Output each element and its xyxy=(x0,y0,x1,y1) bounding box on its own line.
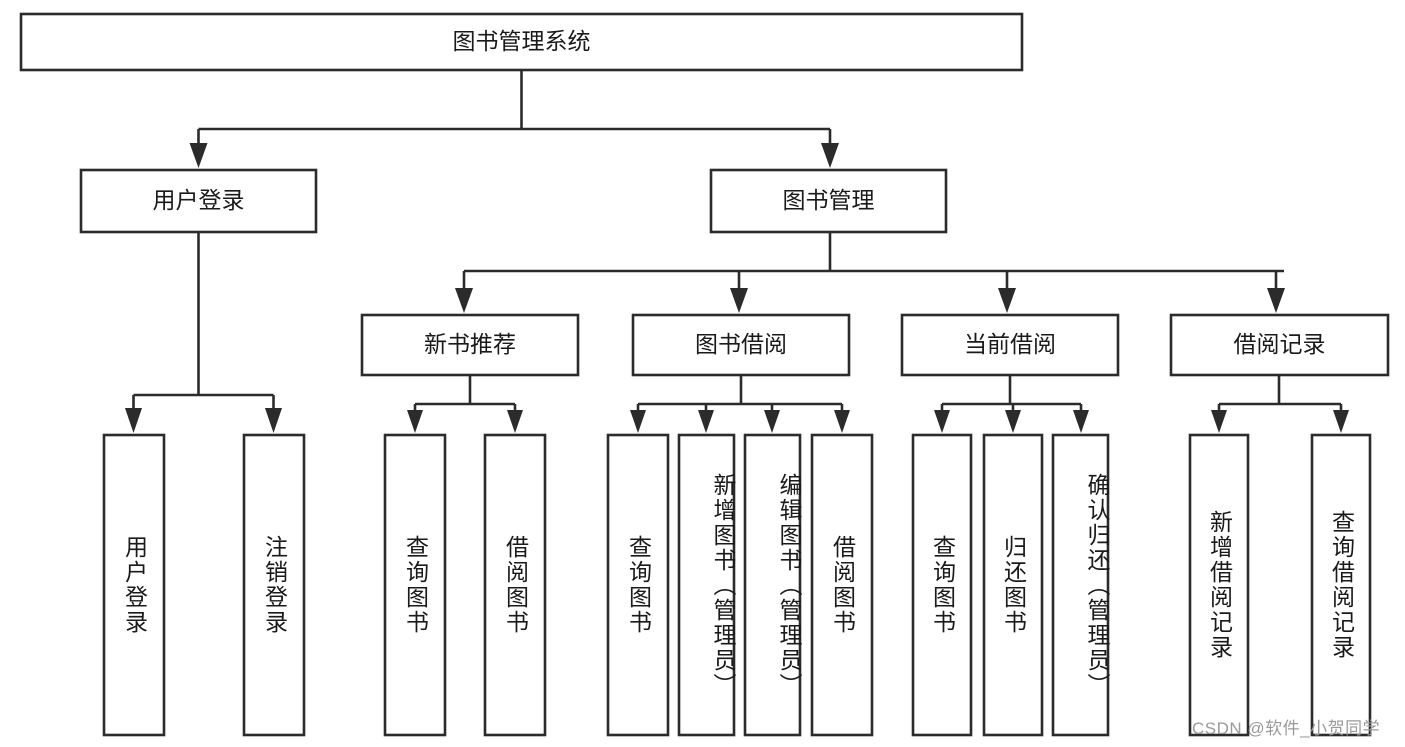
arrowhead-leaf-logout xyxy=(265,408,282,433)
arrowhead-leaf-user-login xyxy=(125,408,142,433)
leaf-box-return-book[interactable] xyxy=(982,433,1044,737)
node-book-borrow[interactable]: 图书借阅 xyxy=(631,313,851,377)
node-root[interactable]: 图书管理系统 xyxy=(19,12,1024,72)
arrowhead-newbook-recommend xyxy=(455,288,473,313)
node-new-book-recommend[interactable]: 新书推荐 xyxy=(360,313,580,377)
arrowhead-book-borrow xyxy=(730,288,748,313)
node-book-management[interactable]: 图书管理 xyxy=(709,168,948,234)
leaf-box-borrow-book-a[interactable] xyxy=(483,433,547,737)
node-borrow-record-box[interactable] xyxy=(1169,313,1390,377)
leaf-box-add-record[interactable] xyxy=(1188,433,1250,737)
arrowhead-leaf-query-record xyxy=(1333,410,1349,433)
node-book-borrow-box[interactable] xyxy=(631,313,851,377)
node-borrow-record[interactable]: 借阅记录 xyxy=(1169,313,1390,377)
node-current-borrow-label: 当前借阅 xyxy=(964,331,1056,357)
leaf-box-query-book-c[interactable] xyxy=(911,433,973,737)
arrowhead-book-mgmt xyxy=(821,143,839,168)
leaf-box-user-login[interactable] xyxy=(102,433,166,737)
arrowhead-leaf-return-book xyxy=(1005,410,1021,433)
node-book-borrow-label: 图书借阅 xyxy=(695,331,787,357)
arrowhead-leaf-add-record xyxy=(1211,410,1227,433)
arrowhead-user-login xyxy=(189,143,208,168)
csdn-watermark: CSDN @软件_小贺同学 xyxy=(1192,719,1381,738)
leaf-box-confirm-return[interactable] xyxy=(1051,433,1110,737)
node-new-book-recommend-box[interactable] xyxy=(360,313,580,377)
node-current-borrow-box[interactable] xyxy=(900,313,1120,377)
leaf-box-logout[interactable] xyxy=(242,433,306,737)
arrowhead-leaf-add-book xyxy=(698,410,714,433)
leaf-box-layer xyxy=(102,433,1372,737)
arrowhead-leaf-borrow-book-a xyxy=(507,410,523,433)
arrowhead-borrow-record xyxy=(1267,288,1285,313)
arrowhead-leaf-confirm-return xyxy=(1073,410,1089,433)
node-borrow-record-label: 借阅记录 xyxy=(1234,331,1326,357)
leaf-box-add-book[interactable] xyxy=(677,433,736,737)
node-user-login-box[interactable] xyxy=(79,168,318,234)
leaf-box-query-record[interactable] xyxy=(1310,433,1372,737)
leaf-box-edit-book[interactable] xyxy=(743,433,802,737)
node-user-login-label: 用户登录 xyxy=(153,187,245,213)
node-user-login[interactable]: 用户登录 xyxy=(79,168,318,234)
node-book-management-label: 图书管理 xyxy=(783,187,875,213)
leaf-box-query-book-b[interactable] xyxy=(606,433,670,737)
arrowhead-leaf-query-book-a xyxy=(407,410,423,433)
arrowhead-leaf-edit-book xyxy=(764,410,780,433)
arrowhead-leaf-query-book-b xyxy=(630,410,646,433)
connector-layer xyxy=(125,70,1349,433)
leaf-box-borrow-book-b[interactable] xyxy=(810,433,874,737)
node-root-box[interactable] xyxy=(19,12,1024,72)
arrowhead-current-borrow xyxy=(998,288,1016,313)
node-new-book-recommend-label: 新书推荐 xyxy=(424,331,516,357)
leaf-box-query-book-a[interactable] xyxy=(383,433,447,737)
arrowhead-leaf-query-book-c xyxy=(934,410,950,433)
node-book-management-box[interactable] xyxy=(709,168,948,234)
node-root-label: 图书管理系统 xyxy=(453,28,591,54)
arrowhead-leaf-borrow-book-b xyxy=(834,410,850,433)
node-current-borrow[interactable]: 当前借阅 xyxy=(900,313,1120,377)
